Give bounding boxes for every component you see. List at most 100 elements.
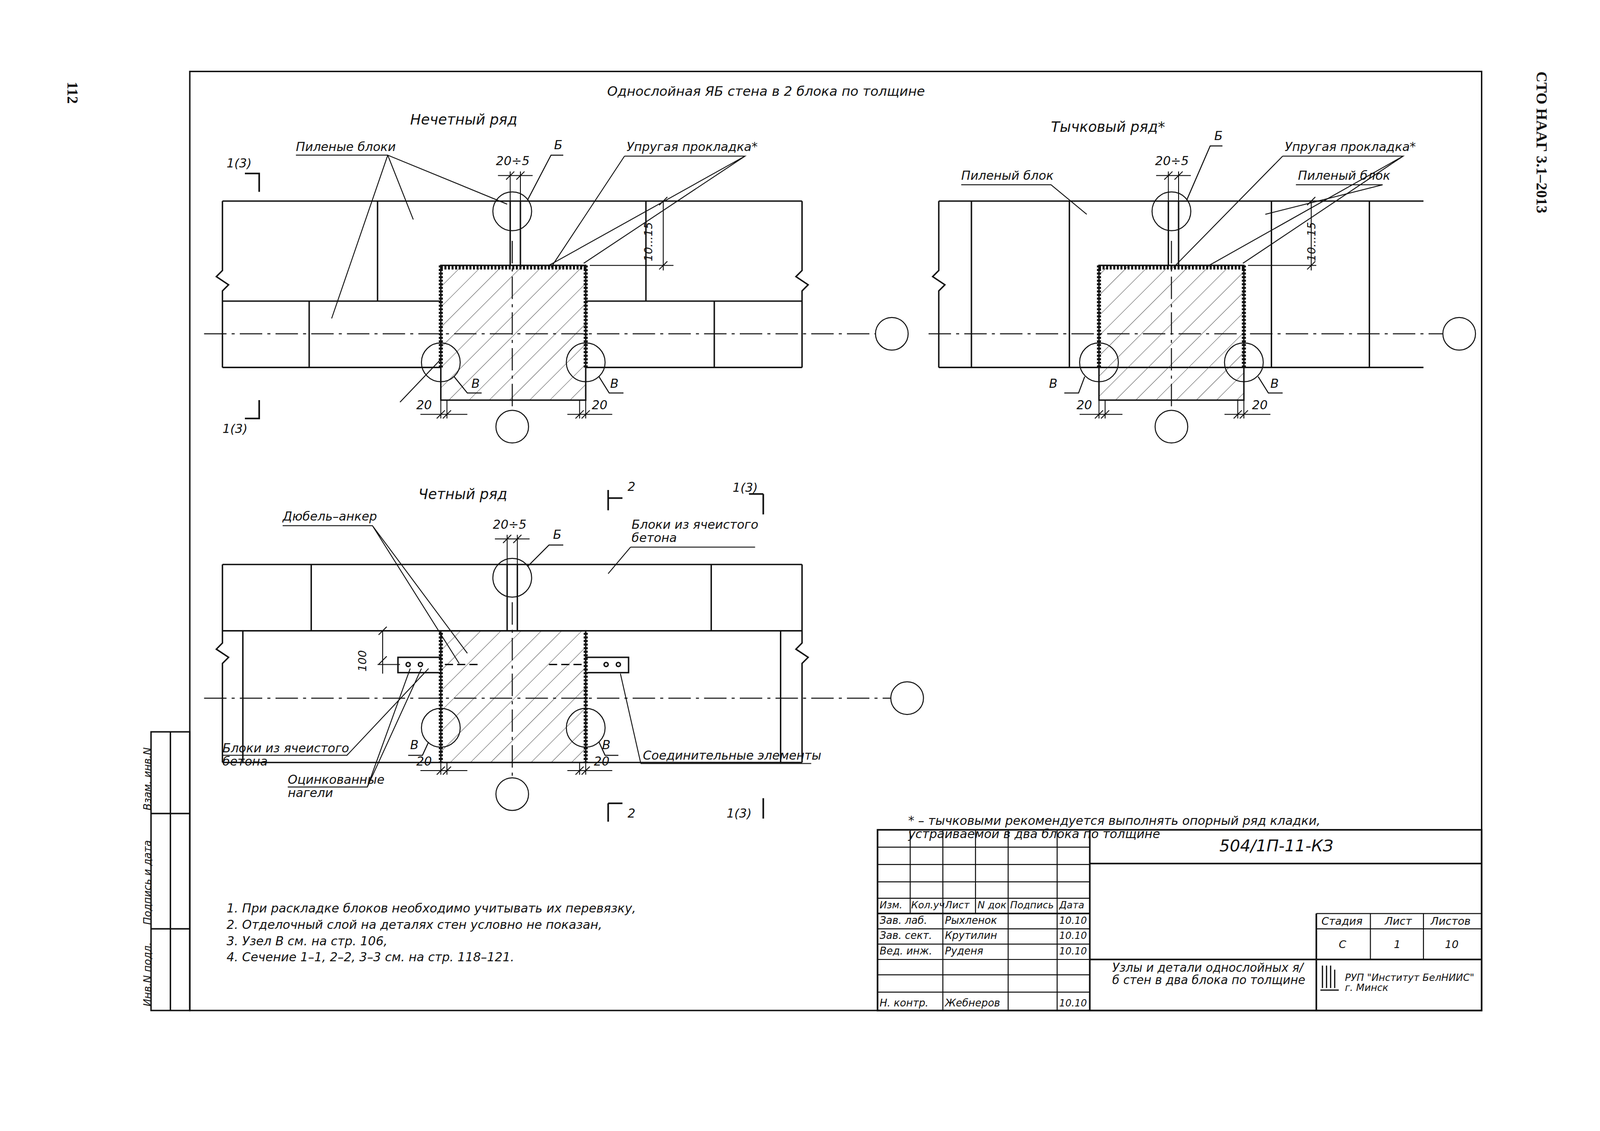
line-work — [1325, 965, 1328, 988]
line-work — [498, 171, 533, 202]
label: 10...15 — [642, 222, 655, 262]
title-block-cell: Крутилин — [945, 929, 998, 941]
line-work — [494, 534, 530, 565]
label: СТО НААГ 3.1–2013 — [1532, 71, 1550, 214]
line-work — [282, 525, 468, 664]
label: 20 — [1076, 399, 1092, 413]
line-work — [222, 668, 429, 787]
title-block-cell: 10.10 — [1059, 997, 1087, 1008]
label: Пиленый блок — [961, 169, 1054, 183]
label: Упругая прокладка* — [1284, 140, 1417, 155]
line-work — [1423, 913, 1424, 960]
label: Подпись и дата — [141, 840, 154, 925]
label: В — [1270, 377, 1279, 392]
label: В — [1049, 377, 1058, 392]
label: 20 — [416, 755, 432, 769]
label: Б — [554, 138, 563, 153]
line-work — [495, 410, 529, 443]
title-block-cell: РУП "Институт БелНИИС" г. Минск — [1345, 971, 1480, 994]
label: 1(3) — [222, 422, 248, 437]
title-block-cell: Рыхленок — [945, 914, 998, 926]
label: 20÷5 — [495, 155, 530, 169]
label: 20÷5 — [1155, 155, 1190, 169]
label: Четный ряд — [418, 486, 508, 503]
line-work — [877, 928, 1090, 930]
frame — [150, 71, 1482, 1011]
line-work — [932, 201, 946, 368]
line-work — [1320, 965, 1339, 990]
line-work — [440, 632, 586, 763]
line-work — [1316, 928, 1482, 930]
title-block-cell: Узлы и детали однослойных я/б стен в два… — [1112, 960, 1307, 987]
line-work — [440, 265, 586, 368]
label: В — [602, 738, 611, 753]
line-work — [444, 663, 582, 665]
line-work — [1007, 829, 1009, 1011]
title-block-cell: Изм. — [879, 899, 903, 910]
label: 1(3) — [226, 157, 252, 172]
drawing-title: Однослойная ЯБ стена в 2 блока по толщин… — [607, 84, 925, 100]
line-work — [566, 708, 606, 748]
label: Инв.N подл. — [141, 941, 154, 1007]
line-work — [975, 829, 977, 914]
line-work — [440, 630, 586, 763]
line-work — [1442, 317, 1476, 351]
line-work — [244, 173, 764, 822]
note: 3. Узел В см. на стр. 106, — [226, 934, 388, 949]
title-block-cell: Н. контр. — [879, 997, 929, 1009]
label: Нечетный ряд — [410, 112, 518, 128]
label: Упругая прокладка* — [626, 140, 759, 155]
label: Соединительные элементы — [642, 748, 821, 763]
line-work — [1321, 965, 1324, 988]
line-work — [398, 657, 442, 673]
line-work — [421, 342, 461, 382]
label: Оцинкованные нагели — [287, 773, 370, 801]
line-work — [877, 943, 1090, 945]
line-work — [1173, 155, 1403, 268]
line-work — [585, 657, 629, 673]
line-work — [296, 155, 508, 319]
title-block-cell: 1 — [1393, 938, 1401, 951]
line-work — [1320, 989, 1339, 991]
label: 20 — [592, 399, 608, 413]
line-work — [150, 927, 190, 930]
section-marks — [244, 173, 764, 822]
line-work — [1079, 342, 1119, 382]
title-block-cell: Лист — [945, 899, 970, 910]
line-work — [877, 973, 1090, 975]
line-work — [549, 155, 746, 268]
line-work — [1334, 969, 1336, 988]
leaders — [222, 155, 1403, 787]
line-work — [493, 192, 532, 231]
line-work — [408, 376, 1283, 756]
line-work — [169, 731, 172, 1011]
line-work — [377, 626, 400, 674]
title-block-cell: 504/1П-11-КЗ — [1219, 836, 1334, 855]
line-work — [877, 829, 1482, 1011]
line-work — [150, 731, 190, 1011]
title-block-cell: 10.10 — [1059, 945, 1087, 956]
note: 2. Отделочный слой на деталях стен услов… — [226, 918, 603, 933]
title-block-cell: С — [1338, 938, 1346, 951]
title-block-cell: 10.10 — [1059, 929, 1087, 941]
title-block-cell: Листов — [1430, 914, 1471, 927]
callouts — [408, 145, 1283, 756]
title-block-cell: Стадия — [1321, 914, 1363, 927]
line-work — [589, 197, 674, 271]
label: Б — [553, 528, 562, 543]
line-work — [1316, 912, 1482, 914]
label: 112 — [63, 81, 81, 104]
label: 1(3) — [726, 807, 752, 821]
label: 20 — [1251, 399, 1268, 413]
title-block-cell: Дата — [1059, 899, 1085, 910]
line-work — [1089, 958, 1482, 961]
line-work — [405, 662, 411, 667]
line-work — [203, 240, 1443, 778]
label: Б — [1214, 129, 1223, 144]
title-block-cell: Зав. лаб. — [879, 914, 928, 926]
line-work — [1315, 913, 1318, 1011]
line-work — [877, 991, 1090, 993]
note: 1. При раскладке блоков необходимо учиты… — [226, 902, 637, 916]
line-work — [421, 708, 461, 748]
